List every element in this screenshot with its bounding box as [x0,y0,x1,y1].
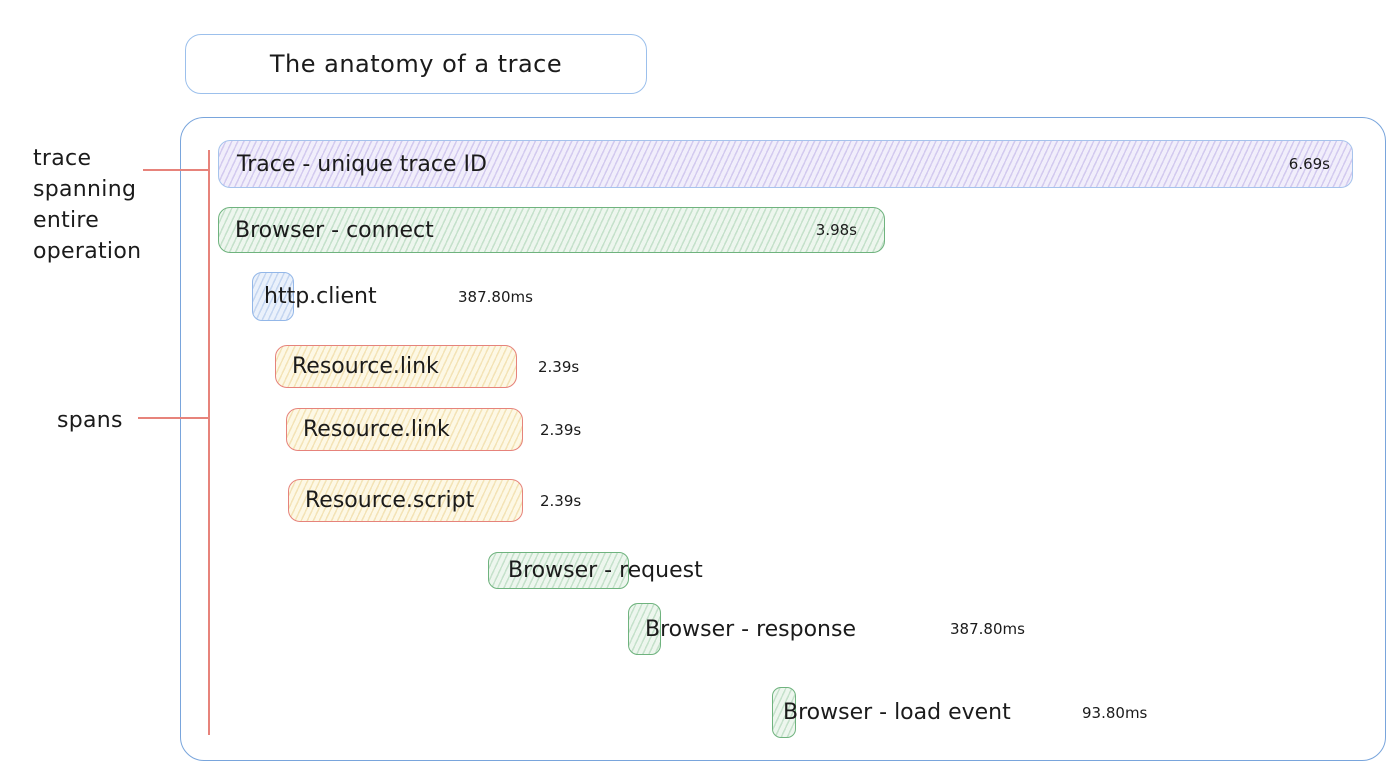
span-duration: 6.69s [1288,155,1330,173]
title-box: The anatomy of a trace [185,34,647,94]
span-bar-resource-script: Resource.script [288,479,523,522]
span-duration: 387.80ms [950,620,1025,638]
span-duration: 2.39s [540,491,582,510]
span-label: Browser - connect [235,217,434,243]
span-bar-resource-link-2: Resource.link [286,408,523,451]
span-label: http.client [264,284,377,309]
span-label: Browser - load event [783,700,1011,725]
span-label: Browser - response [645,616,856,642]
span-bar-browser-request [488,552,629,589]
span-duration: 2.39s [540,420,582,439]
span-label: Browser - request [508,558,703,583]
trace-annotation-line-4: operation [33,239,142,264]
span-duration: 2.39s [538,357,580,376]
trace-annotation-line-3: entire [33,208,100,233]
spans-annotation: spans [57,408,123,433]
trace-annotation-line-2: spanning [33,177,137,202]
span-duration: 3.98s [815,221,857,239]
span-bar-trace: Trace - unique trace ID 6.69s [218,140,1353,188]
span-bar-browser-load-event [772,687,796,738]
trace-annotation-line-1: trace [33,146,92,171]
span-label: Trace - unique trace ID [237,151,487,177]
spans-bracket-line [208,150,210,735]
span-label: Resource.link [303,417,450,442]
trace-annotation-connector-line [143,169,209,171]
trace-annotation: trace spanning entire operation [33,143,141,267]
span-label: Resource.link [292,354,439,379]
span-bar-http-client [252,272,294,321]
span-bar-browser-connect: Browser - connect 3.98s [218,207,885,253]
spans-annotation-connector-line [138,417,209,419]
span-duration: 387.80ms [458,287,533,306]
span-bar-browser-response [628,603,661,655]
span-duration: 93.80ms [1082,703,1148,722]
span-bar-resource-link-1: Resource.link [275,345,517,388]
diagram-title: The anatomy of a trace [269,50,563,78]
span-label: Resource.script [305,488,475,513]
trace-outer-box [180,117,1386,761]
